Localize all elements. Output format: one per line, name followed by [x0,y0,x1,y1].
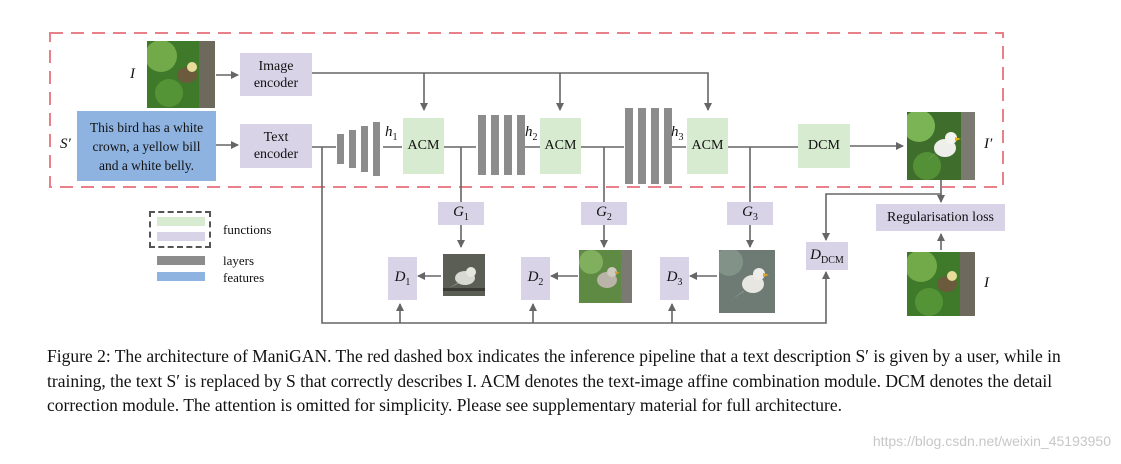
layer-bar [349,130,356,168]
generated-image-1 [443,254,485,296]
layer-bar [491,115,499,175]
inference-pipeline-dashed-box [49,32,1004,188]
layer-bar [361,126,368,172]
legend-features-label: features [223,270,265,285]
text-input-label: S′ [60,136,71,152]
acm-3: ACM [687,118,728,174]
legend-layers-swatch [157,256,205,265]
input-bird-image [147,41,215,108]
text-encoder: Text encoder [240,124,312,168]
acm-2: ACM [540,118,581,174]
discriminator-1: D1 [388,257,417,300]
legend-text-swatch [157,272,205,281]
legend-layers-label: layers [223,253,255,268]
generator-2: G2 [581,202,627,225]
real-bird-image [907,252,975,316]
text-description-box: This bird has a white crown, a yellow bi… [77,111,216,181]
discriminator-3: D3 [660,257,689,300]
output-image-label: I′ [984,136,993,152]
watermark: https://blog.csdn.net/weixin_45193950 [872,433,1111,449]
connection-lines [49,32,1004,324]
generator-3: G3 [727,202,773,225]
discriminator-2: D2 [521,257,550,300]
acm-1: ACM [403,118,444,174]
layer-bar [337,134,344,164]
layer-bar [664,108,672,184]
input-image-label: I [130,66,135,82]
hidden-3-label: h3 [671,124,684,143]
real-image-label: I [984,275,989,291]
generated-image-2 [579,250,632,303]
layer-bar [625,108,633,184]
generated-image-3 [719,250,775,313]
layer-bar [651,108,659,184]
legend-functions-label: functions [223,222,272,237]
layer-bar [517,115,525,175]
hidden-2-label: h2 [525,124,538,143]
output-bird-image [907,112,975,180]
generator-1: G1 [438,202,484,225]
layer-bar [373,122,380,176]
layer-bar [504,115,512,175]
legend-functions-features-group [149,211,211,248]
image-encoder: Image encoder [240,53,312,96]
legend-features-swatch [157,232,205,241]
figure-caption: Figure 2: The architecture of ManiGAN. T… [47,346,1061,415]
layer-bar [638,108,646,184]
hidden-1-label: h1 [385,124,398,143]
legend-functions-swatch [157,217,205,226]
dcm-module: DCM [798,124,850,168]
regularisation-loss: Regularisation loss [876,204,1005,231]
discriminator-dcm: DDCM [806,242,848,270]
layer-bar [478,115,486,175]
